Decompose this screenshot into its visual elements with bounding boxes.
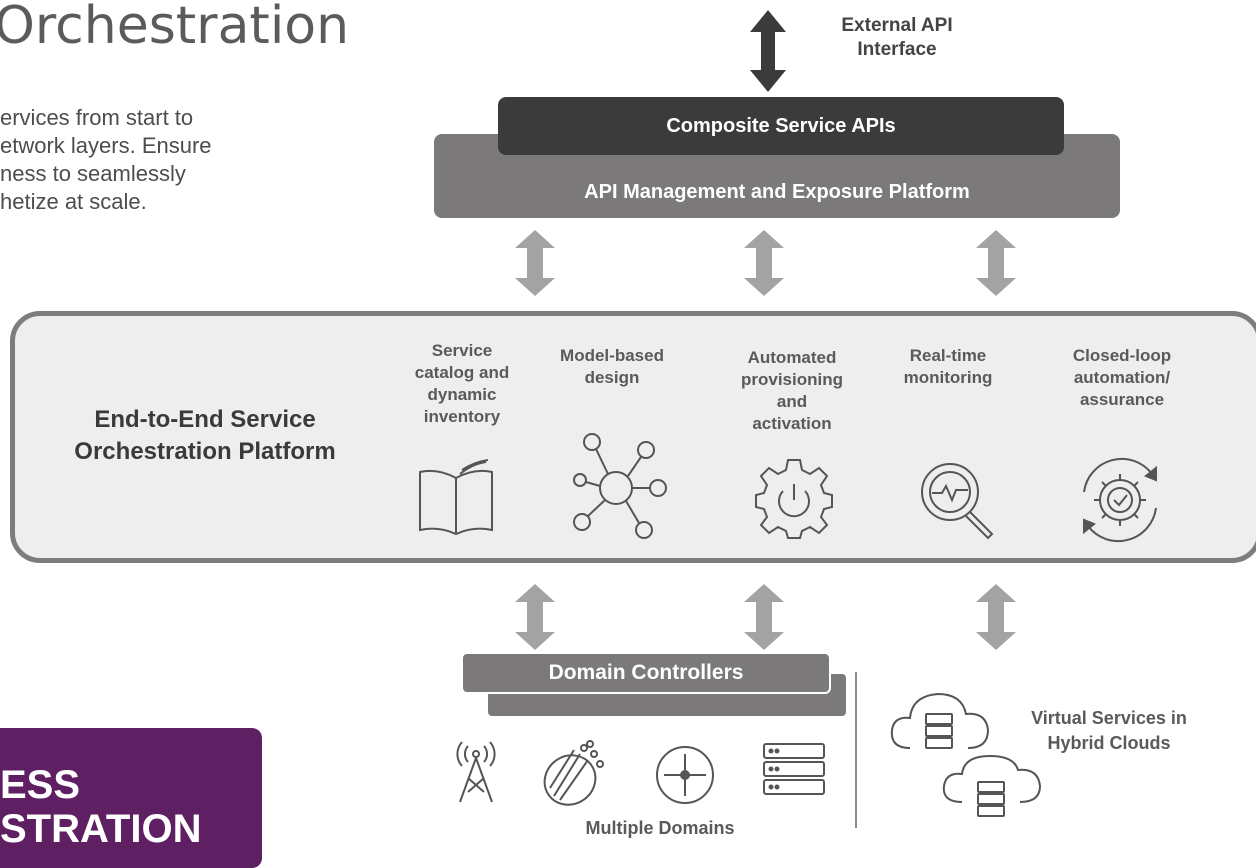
capability-label: Service catalog and dynamic inventory xyxy=(414,341,510,426)
intro-line: ness to seamlessly xyxy=(0,161,186,186)
external-api-label: External API Interface xyxy=(841,15,953,60)
page-title: Orchestration xyxy=(0,0,350,56)
gear-power-icon xyxy=(755,459,833,539)
server-rack-icon xyxy=(763,743,825,795)
double-arrow-icon xyxy=(744,230,784,296)
platform-title-line: End-to-End Service xyxy=(94,406,316,433)
intro-line: etwork layers. Ensure xyxy=(0,133,212,158)
intro-paragraph: ervices from start to etwork layers. Ens… xyxy=(0,104,300,216)
promo-line: ESS xyxy=(0,763,81,807)
double-arrow-icon xyxy=(515,584,555,650)
external-api-arrow xyxy=(750,10,786,92)
virtual-services-label: Virtual Services in Hybrid Clouds xyxy=(1031,708,1187,753)
domain-controllers: Domain Controllers xyxy=(461,652,831,694)
intro-line: hetize at scale. xyxy=(0,189,147,214)
intro-line: ervices from start to xyxy=(0,105,194,130)
platform-title: End-to-End Service Orchestration Platfor… xyxy=(40,404,370,468)
magnifier-pulse-icon xyxy=(921,463,994,540)
platform-title-line: Orchestration Platform xyxy=(74,438,336,465)
double-arrow-icon xyxy=(515,230,555,296)
capability-label: Automated provisioning and activation xyxy=(741,348,843,433)
network-nodes-icon xyxy=(573,433,667,539)
composite-service-apis: Composite Service APIs xyxy=(498,97,1064,155)
double-arrow-icon xyxy=(976,230,1016,296)
promo-text: ESS STRATION xyxy=(0,763,201,851)
multiple-domains-label: Multiple Domains xyxy=(585,818,735,838)
cloud-server-icon xyxy=(942,754,1042,817)
fiber-cable-icon xyxy=(543,740,604,806)
promo-line: STRATION xyxy=(0,807,202,851)
cloud-server-icon xyxy=(890,692,990,749)
double-arrow-icon xyxy=(744,584,784,650)
capability-label: Model-based design xyxy=(560,346,664,387)
cell-tower-icon xyxy=(456,741,496,803)
capability-label: Real-time monitoring xyxy=(903,346,993,387)
section-divider xyxy=(855,672,857,828)
double-arrow-icon xyxy=(976,584,1016,650)
capability-label: Closed-loop automation/ assurance xyxy=(1072,346,1172,409)
open-book-icon xyxy=(419,459,493,536)
promo-banner[interactable] xyxy=(0,728,262,868)
orchestration-platform-box xyxy=(10,311,1256,563)
gear-cycle-icon xyxy=(1083,457,1157,543)
router-icon xyxy=(656,746,714,804)
